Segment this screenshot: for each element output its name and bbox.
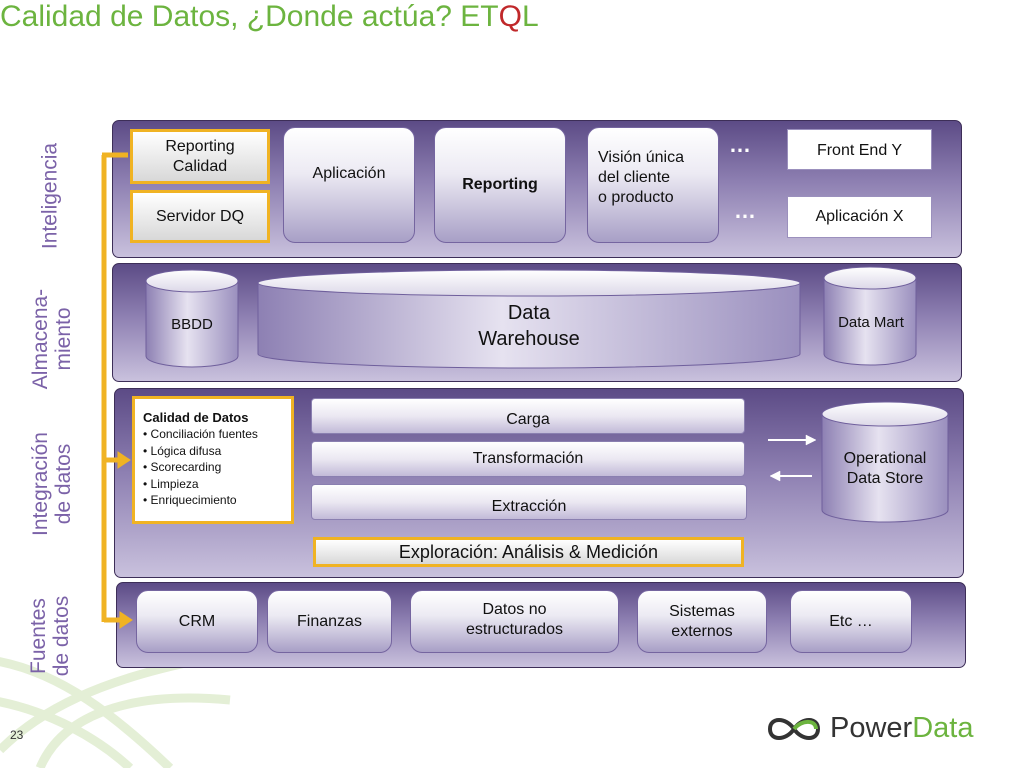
reporting-box: Reporting xyxy=(434,127,566,243)
calidad-datos-heading: Calidad de Datos xyxy=(143,410,249,425)
dq-item: • Conciliación fuentes xyxy=(143,427,258,441)
bbdd-cylinder xyxy=(145,269,239,368)
page-title: Calidad de Datos, ¿Donde actúa? ETQL xyxy=(0,0,539,33)
calidad-datos-panel: Calidad de Datos • Conciliación fuentes … xyxy=(132,396,294,524)
carga-bar: Carga xyxy=(311,398,745,434)
etc-box: Etc … xyxy=(790,590,912,653)
aplicacion-x-box: Aplicación X xyxy=(787,196,932,238)
extraccion-bar: Extracción xyxy=(311,484,747,520)
dq-item: • Enriquecimiento xyxy=(143,493,237,507)
exploracion-box: Exploración: Análisis & Medición xyxy=(313,537,744,567)
title-q: Q xyxy=(498,0,522,33)
data-mart-label: Data Mart xyxy=(838,314,904,331)
powerdata-logo: PowerData xyxy=(830,712,973,745)
front-end-y-box: Front End Y xyxy=(787,129,932,170)
finanzas-box: Finanzas xyxy=(267,590,392,653)
dq-item: • Limpieza xyxy=(143,476,199,491)
title-l: L xyxy=(521,0,539,33)
ellipsis-bottom: … xyxy=(734,198,758,223)
logo-data: Data xyxy=(912,712,974,744)
dq-item: • Scorecarding xyxy=(143,460,222,474)
servidor-dq-box: Servidor DQ xyxy=(130,190,270,243)
infinity-logo-icon xyxy=(767,718,821,740)
data-warehouse-cylinder xyxy=(257,269,801,369)
logo-power: Power xyxy=(830,712,913,744)
page-number: 23 xyxy=(10,728,24,742)
data-mart-cylinder xyxy=(823,266,917,366)
crm-box: CRM xyxy=(136,590,258,653)
bbdd-label: BBDD xyxy=(171,316,213,333)
transformacion-bar: Transformación xyxy=(311,441,745,477)
dq-item: • Lógica difusa xyxy=(143,443,222,458)
aplicacion-box: Aplicación xyxy=(283,127,415,243)
ellipsis-top: … xyxy=(729,132,753,157)
ods-cylinder xyxy=(821,401,949,523)
etl-arrows xyxy=(768,434,817,482)
